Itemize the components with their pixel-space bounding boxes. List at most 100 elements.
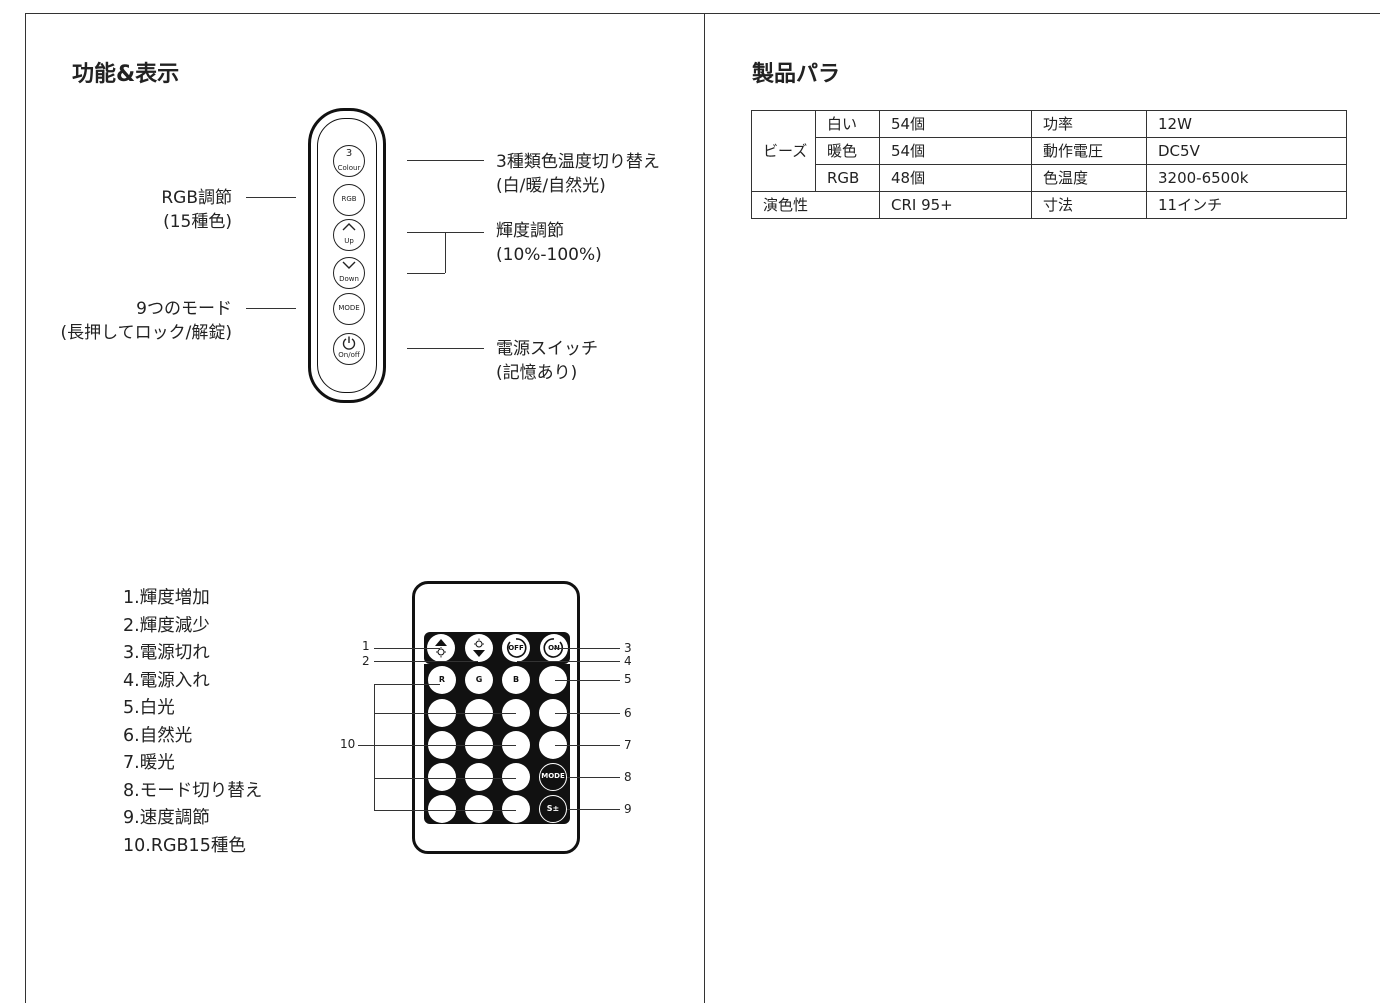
callout-number: 7 xyxy=(624,738,632,752)
list-item: 8.モード切り替え xyxy=(123,780,263,801)
leader-10-bracket xyxy=(374,684,375,810)
power-icon: On/off xyxy=(333,333,365,365)
list-item: 4.電源入れ xyxy=(123,670,210,691)
callout-number: 9 xyxy=(624,802,632,816)
spec-table: ビーズ 白い 54個 功率 12W 暖色 54個 動作電圧 DC5V RGB 4… xyxy=(751,110,1347,219)
callout-number: 5 xyxy=(624,672,632,686)
beads-label: ビーズ xyxy=(751,110,816,192)
list-item: 10.RGB15種色 xyxy=(123,835,246,856)
leader-1 xyxy=(374,648,440,649)
colour-callout: 3種類色温度切り替え (白/暖/自然光) xyxy=(496,150,660,198)
sun-up-icon xyxy=(435,639,447,658)
leader-2 xyxy=(374,661,478,662)
table-row: 暖色 54個 動作電圧 DC5V xyxy=(752,137,1347,165)
down-icon: Down xyxy=(333,257,365,289)
list-item: 2.輝度減少 xyxy=(123,615,210,636)
brightness-leader-join xyxy=(445,232,446,273)
table-row: RGB 48個 色温度 3200-6500k xyxy=(752,164,1347,192)
callout-number: 10 xyxy=(340,737,356,751)
list-item: 3.電源切れ xyxy=(123,643,210,663)
list-item: 5.白光 xyxy=(123,698,175,718)
green-key: G xyxy=(465,666,493,694)
list-item: 6.自然光 xyxy=(123,725,193,746)
off-ring-icon xyxy=(506,638,527,658)
table-cell: 11インチ xyxy=(1146,191,1347,219)
power-label: On/off xyxy=(338,351,360,359)
brightness-callout-line2: (10%-100%) xyxy=(496,245,602,265)
remote-outline xyxy=(308,108,386,403)
leader-7 xyxy=(555,745,620,746)
modes-callout: 9つのモード (長押してロック/解錠) xyxy=(61,297,232,345)
rgb-label: RGB xyxy=(341,195,357,203)
power-leader xyxy=(407,348,484,349)
callout-number: 3 xyxy=(624,641,632,655)
table-cell: DC5V xyxy=(1146,137,1347,165)
callout-number: 1 xyxy=(362,639,370,653)
leader-10-row3 xyxy=(358,745,516,746)
callout-number: 4 xyxy=(624,654,632,668)
table-cell: 48個 xyxy=(879,164,1032,192)
rgb-callout: RGB調節 (15種色) xyxy=(161,186,232,234)
leader-6 xyxy=(555,713,620,714)
brightness-down-icon xyxy=(465,634,493,662)
table-cell: 12W xyxy=(1146,110,1347,138)
table-cell: 演色性 xyxy=(751,191,880,219)
page-divider xyxy=(704,13,705,1003)
leader-10-row1 xyxy=(374,684,440,685)
down-label: Down xyxy=(339,275,359,283)
sun-down-icon xyxy=(473,638,485,657)
table-cell: 寸法 xyxy=(1031,191,1147,219)
table-cell: 功率 xyxy=(1031,110,1147,138)
colour-leader xyxy=(407,160,484,161)
rgb-leader xyxy=(246,197,296,198)
callout-number: 8 xyxy=(624,770,632,784)
blue-key: B xyxy=(502,666,530,694)
colour-callout-line1: 3種類色温度切り替え xyxy=(496,152,660,172)
color-key xyxy=(465,763,493,791)
colour-glyph: 3 xyxy=(345,148,353,159)
leader-9 xyxy=(567,809,620,810)
table-cell: 54個 xyxy=(879,137,1032,165)
color-key xyxy=(502,795,530,823)
table-row: 演色性 CRI 95+ 寸法 11インチ xyxy=(751,191,1347,219)
chevron-down-icon xyxy=(342,261,356,269)
table-cell: CRI 95+ xyxy=(879,191,1032,219)
modes-callout-line2: (長押してロック/解錠) xyxy=(60,323,232,343)
leader-4 xyxy=(517,661,620,662)
rgb-callout-line1: RGB調節 xyxy=(161,188,232,208)
brightness-leader-down xyxy=(407,273,445,274)
off-label: OFF xyxy=(508,644,524,652)
table-cell: 白い xyxy=(815,110,880,138)
leader-10-row2 xyxy=(374,713,516,714)
mode-key: MODE xyxy=(539,763,567,791)
colour-callout-line2: (白/暖/自然光) xyxy=(496,176,606,196)
table-cell: 色温度 xyxy=(1031,164,1147,192)
table-cell: RGB xyxy=(815,164,880,192)
leader-3 xyxy=(554,648,620,649)
off-button-icon: OFF xyxy=(502,634,530,662)
power-callout-line2: (記憶あり) xyxy=(496,363,578,383)
power-callout: 電源スイッチ (記憶あり) xyxy=(496,337,598,385)
speed-key: S± xyxy=(539,795,567,823)
power-callout-line1: 電源スイッチ xyxy=(496,339,598,359)
rgb-icon: RGB xyxy=(333,184,365,216)
page-frame xyxy=(25,13,1380,1003)
brightness-callout-line1: 輝度調節 xyxy=(496,221,564,241)
up-label: Up xyxy=(344,237,354,245)
brightness-callout: 輝度調節 (10%-100%) xyxy=(496,219,602,267)
mode-label: MODE xyxy=(338,304,360,312)
remote-inner-outline xyxy=(317,118,377,393)
modes-callout-line1: 9つのモード xyxy=(136,299,232,319)
color-key xyxy=(428,763,456,791)
leader-5 xyxy=(555,680,620,681)
modes-leader xyxy=(246,308,296,309)
table-cell: 54個 xyxy=(879,110,1032,138)
mode-icon: MODE xyxy=(333,293,365,325)
list-item: 7.暖光 xyxy=(123,753,175,773)
color-key xyxy=(465,795,493,823)
callout-number: 2 xyxy=(362,654,370,668)
leader-8 xyxy=(567,777,620,778)
colour-3-icon: 3 Colour xyxy=(333,145,365,177)
rgb-callout-line2: (15種色) xyxy=(163,212,232,232)
specs-title: 製品パラ xyxy=(752,62,841,87)
